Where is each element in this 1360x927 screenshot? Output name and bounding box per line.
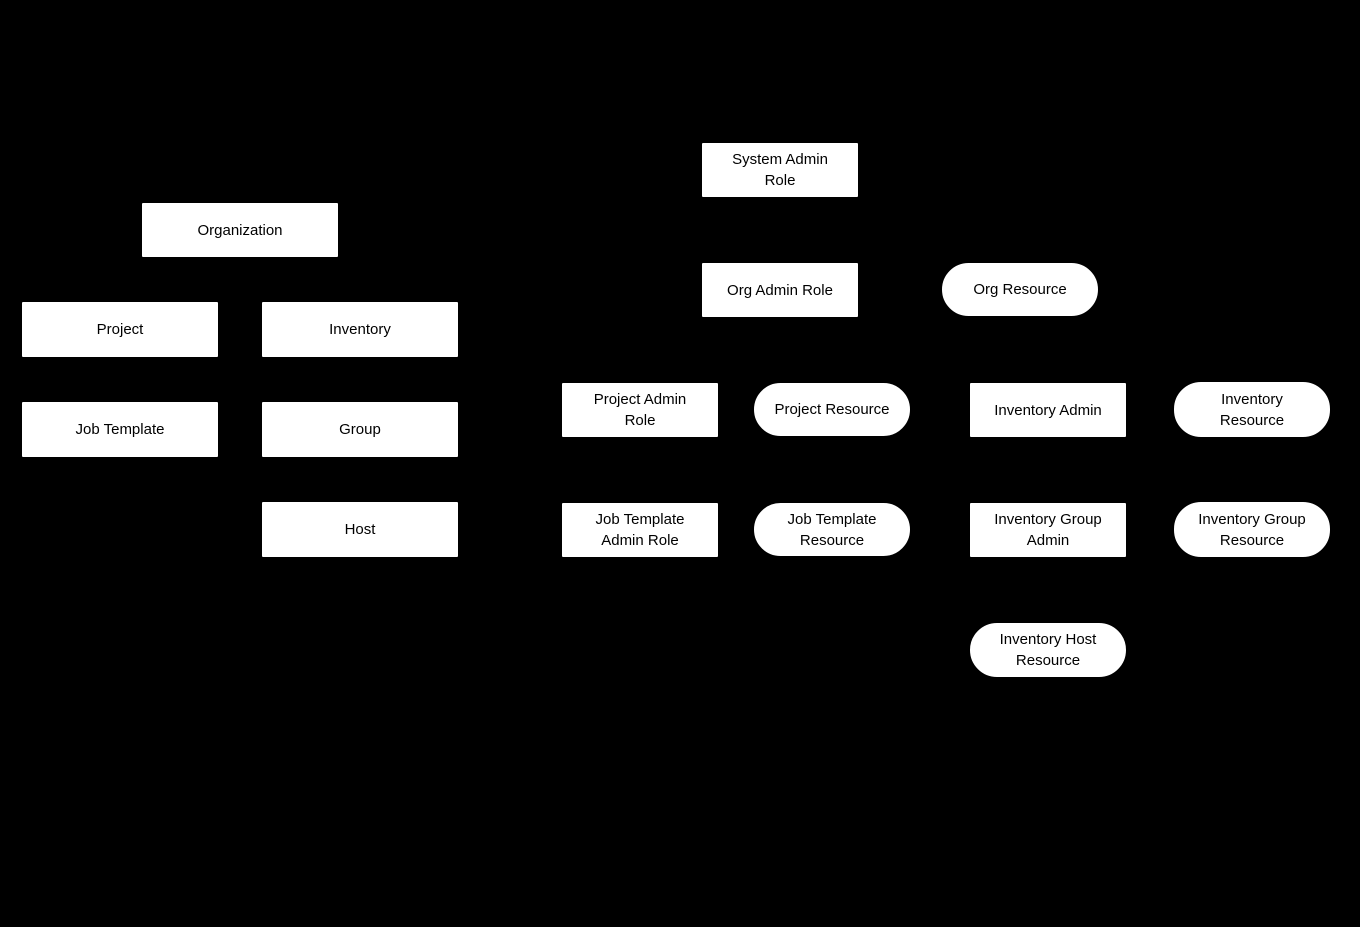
node-group-label: Group [339, 421, 381, 438]
node-org-admin-role-label: Org Admin Role [727, 281, 833, 299]
node-inventory-group-admin: Inventory Group Admin [969, 502, 1127, 558]
node-inventory-host-resource-label: Inventory Host Resource [999, 631, 1097, 669]
node-host-label: Host [344, 521, 376, 538]
node-org-resource-label: Org Resource [973, 281, 1067, 298]
node-organization: Organization [141, 202, 339, 258]
node-organization-label: Organization [197, 221, 283, 239]
node-job-template-admin-role-label: Job Template Admin Role [595, 511, 685, 549]
node-inventory-group-admin-label: Inventory Group Admin [994, 511, 1102, 549]
node-group: Group [261, 401, 459, 458]
node-inventory-resource-label: Inventory Resource [1219, 390, 1285, 429]
node-project-resource: Project Resource [753, 382, 911, 437]
node-inventory: Inventory [261, 301, 459, 358]
node-job-template-label: Job Template [75, 421, 165, 438]
node-project-admin-role-label: Project Admin Role [593, 391, 687, 429]
node-job-template: Job Template [21, 401, 219, 458]
node-inventory-admin-label: Inventory Admin [994, 401, 1102, 419]
node-host: Host [261, 501, 459, 558]
node-project-label: Project [96, 321, 144, 338]
node-project-resource-label: Project Resource [774, 401, 890, 418]
node-inventory-group-resource-label: Inventory Group Resource [1198, 510, 1306, 549]
node-inventory-admin: Inventory Admin [969, 382, 1127, 438]
node-inventory-resource: Inventory Resource [1173, 381, 1331, 438]
node-job-template-admin-role: Job Template Admin Role [561, 502, 719, 558]
node-org-admin-role: Org Admin Role [701, 262, 859, 318]
node-org-resource: Org Resource [941, 262, 1099, 317]
node-system-admin-role-label: System Admin Role [732, 151, 828, 189]
node-project-admin-role: Project Admin Role [561, 382, 719, 438]
node-job-template-resource-label: Job Template Resource [787, 510, 877, 549]
node-project: Project [21, 301, 219, 358]
node-inventory-host-resource: Inventory Host Resource [969, 622, 1127, 678]
node-inventory-group-resource: Inventory Group Resource [1173, 501, 1331, 558]
node-system-admin-role: System Admin Role [701, 142, 859, 198]
node-inventory-label: Inventory [329, 321, 391, 338]
node-job-template-resource: Job Template Resource [753, 502, 911, 557]
